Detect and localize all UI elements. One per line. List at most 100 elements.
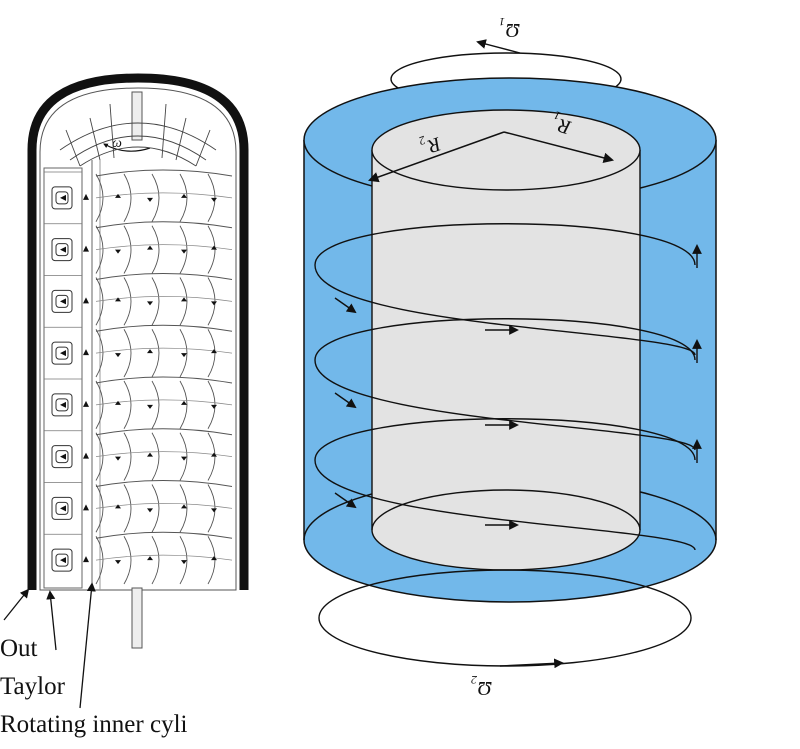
roll-boundary xyxy=(95,169,233,177)
roll-boundary xyxy=(95,480,233,487)
r1-subscript: 1 xyxy=(552,108,562,123)
flow-arrow xyxy=(147,349,153,354)
omega2-subscript: 2 xyxy=(471,673,477,687)
vortex-cell xyxy=(44,480,233,533)
vortex-box-inner xyxy=(55,346,69,360)
omega2-symbol: Ω xyxy=(478,677,492,699)
annulus-arrow xyxy=(83,245,89,252)
helix-back-arc xyxy=(314,318,696,361)
flow-arrow xyxy=(181,504,187,509)
vortex-cell xyxy=(44,531,233,585)
vortex-box xyxy=(51,186,73,210)
rotation-arrow xyxy=(103,143,151,152)
flow-arrow xyxy=(211,556,217,561)
flow-arrow xyxy=(181,297,187,302)
r2-arrow xyxy=(368,131,505,183)
inner-cylinder-body xyxy=(372,150,640,530)
r1-arrow xyxy=(503,131,615,163)
roll-midline xyxy=(95,244,233,250)
roll-boundary xyxy=(95,324,233,332)
flow-arrow xyxy=(115,400,121,405)
roll-boundary xyxy=(95,273,233,280)
right-figure: Ω 1 R 1 R 2 Ω 2 xyxy=(303,15,717,699)
flow-arrow xyxy=(211,452,217,457)
roll-contour xyxy=(151,173,160,222)
helical-streamlines xyxy=(314,223,702,551)
roll-contour xyxy=(95,173,104,222)
helix-turn xyxy=(314,418,702,551)
vortex-cells xyxy=(44,169,233,585)
vortex-box xyxy=(51,445,73,469)
vortex-arrow-head xyxy=(60,453,66,460)
flow-arrow xyxy=(211,301,217,306)
roll-boundary xyxy=(95,428,233,436)
flow-arrow xyxy=(115,193,121,198)
roll-contour xyxy=(95,484,104,533)
r2-subscript: 2 xyxy=(417,133,427,148)
flow-arrow xyxy=(181,193,187,198)
helix-left-arrow xyxy=(334,492,357,509)
roll-contour xyxy=(95,432,104,481)
r1-symbol: R xyxy=(556,114,575,139)
inner-pointer-arrow xyxy=(79,582,96,709)
vortex-cell xyxy=(44,324,233,378)
taylor-pointer-arrow xyxy=(46,590,57,651)
vortex-box-inner xyxy=(55,398,69,412)
roll-contour xyxy=(123,380,132,429)
taylor-vortex-column xyxy=(43,167,83,589)
vortex-arrow-head xyxy=(60,298,66,305)
vortex-arrow-head xyxy=(60,194,66,201)
helix-front-arc xyxy=(314,264,696,356)
helix-front-arc xyxy=(314,459,696,551)
flow-arrow xyxy=(115,560,121,565)
flow-arrow xyxy=(147,245,153,250)
outer-pointer-arrow xyxy=(3,588,30,621)
helix-turn xyxy=(314,223,702,356)
vortex-box xyxy=(51,496,73,520)
annulus-arrow xyxy=(83,452,89,459)
vortex-arrow-head xyxy=(60,246,66,253)
vortex-arrow-head xyxy=(60,557,66,564)
roll-contour xyxy=(95,225,104,274)
roll-contour xyxy=(123,484,132,533)
vortex-arrow-head xyxy=(60,505,66,512)
roll-contour xyxy=(123,329,132,378)
inner-cylinder-label: Rotating inner cyli xyxy=(0,711,188,738)
left-figure: ω Out Taylor Rotating inner cyli xyxy=(0,73,249,738)
annulus-arrow xyxy=(83,349,89,356)
roll-contour xyxy=(151,432,160,481)
flow-arrow xyxy=(211,245,217,250)
flow-arrow xyxy=(181,456,187,461)
flow-arrow xyxy=(115,456,121,461)
roll-contour xyxy=(123,432,132,481)
annulus-arrow xyxy=(83,297,89,304)
roll-contour xyxy=(95,536,104,585)
vortex-arrow-head xyxy=(60,401,66,408)
roll-contour xyxy=(151,484,160,533)
roll-midline xyxy=(95,192,233,199)
roll-contour xyxy=(151,329,160,378)
inner-top-ellipse xyxy=(371,109,641,191)
roll-contour xyxy=(151,380,160,429)
roll-midline xyxy=(95,451,233,457)
annulus-arrow xyxy=(83,400,89,407)
roll-midline xyxy=(95,347,233,354)
helix-back-arc xyxy=(314,418,696,461)
roll-contour xyxy=(95,277,104,326)
top-shaft xyxy=(131,91,143,141)
vortex-cell xyxy=(44,221,233,274)
roll-boundary xyxy=(95,221,233,229)
roll-contour xyxy=(151,225,160,274)
roll-midline xyxy=(95,554,233,561)
vortex-box xyxy=(51,341,73,365)
annulus-arrow xyxy=(83,193,89,200)
roll-contour xyxy=(123,173,132,222)
vortex-box-inner xyxy=(55,294,69,308)
omega2-arrow xyxy=(499,658,564,669)
flow-arrow xyxy=(147,197,153,202)
roll-contour xyxy=(151,277,160,326)
flow-arrow xyxy=(147,556,153,561)
vortex-box-inner xyxy=(55,553,69,567)
vortex-cell xyxy=(44,376,233,429)
